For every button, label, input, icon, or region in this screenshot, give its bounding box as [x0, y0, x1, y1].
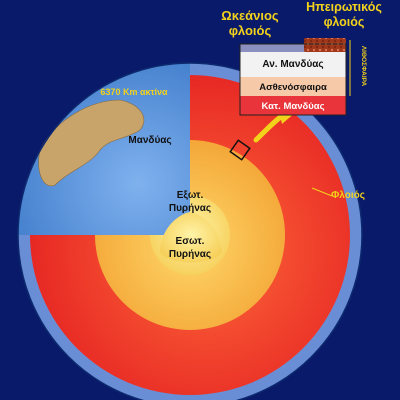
zoom-arrow — [253, 113, 285, 143]
globe-outline — [17, 62, 363, 400]
asthenosphere-label: Ασθενόσφαιρα — [259, 82, 327, 93]
asthenosphere-layer — [240, 77, 346, 96]
lithosphere-label: ΛΙΘΟΣΦΑΙΡΑ — [360, 46, 367, 87]
inset-frame — [239, 43, 347, 116]
inner-core-label-line2: Πυρήνας — [169, 249, 211, 260]
inner-core-label-line1: Εσωτ. — [176, 236, 205, 247]
lithosphere-inset — [239, 38, 351, 116]
outer-core-label-line2: Πυρήνας — [169, 203, 211, 214]
upper-mantle-layer — [240, 52, 346, 77]
lower-mantle-layer — [240, 96, 346, 115]
crust-label: Φλοιός — [331, 190, 365, 201]
continental-crust-label-line1: Ηπειρωτικός — [306, 0, 382, 14]
lower-mantle-label: Κατ. Μανδύας — [261, 101, 324, 112]
oceanic-crust-band — [240, 44, 346, 52]
radius-label: 6370 Km ακτίνα — [100, 87, 168, 97]
continental-crust-block — [304, 38, 346, 52]
oceanic-crust-label-line2: φλοιός — [229, 23, 272, 38]
crust-pointer — [311, 187, 333, 197]
oceanic-crust-label-line1: Ωκεάνιος — [221, 8, 279, 23]
continental-crust-label-line2: φλοιός — [324, 15, 365, 29]
inner-core-shape — [160, 212, 222, 263]
upper-mantle-label: Αν. Μανδύας — [262, 59, 323, 70]
outer-core-label-line1: Εξωτ. — [177, 190, 204, 201]
mantle-label: Μανδύας — [128, 135, 171, 146]
zoom-box — [229, 139, 251, 161]
